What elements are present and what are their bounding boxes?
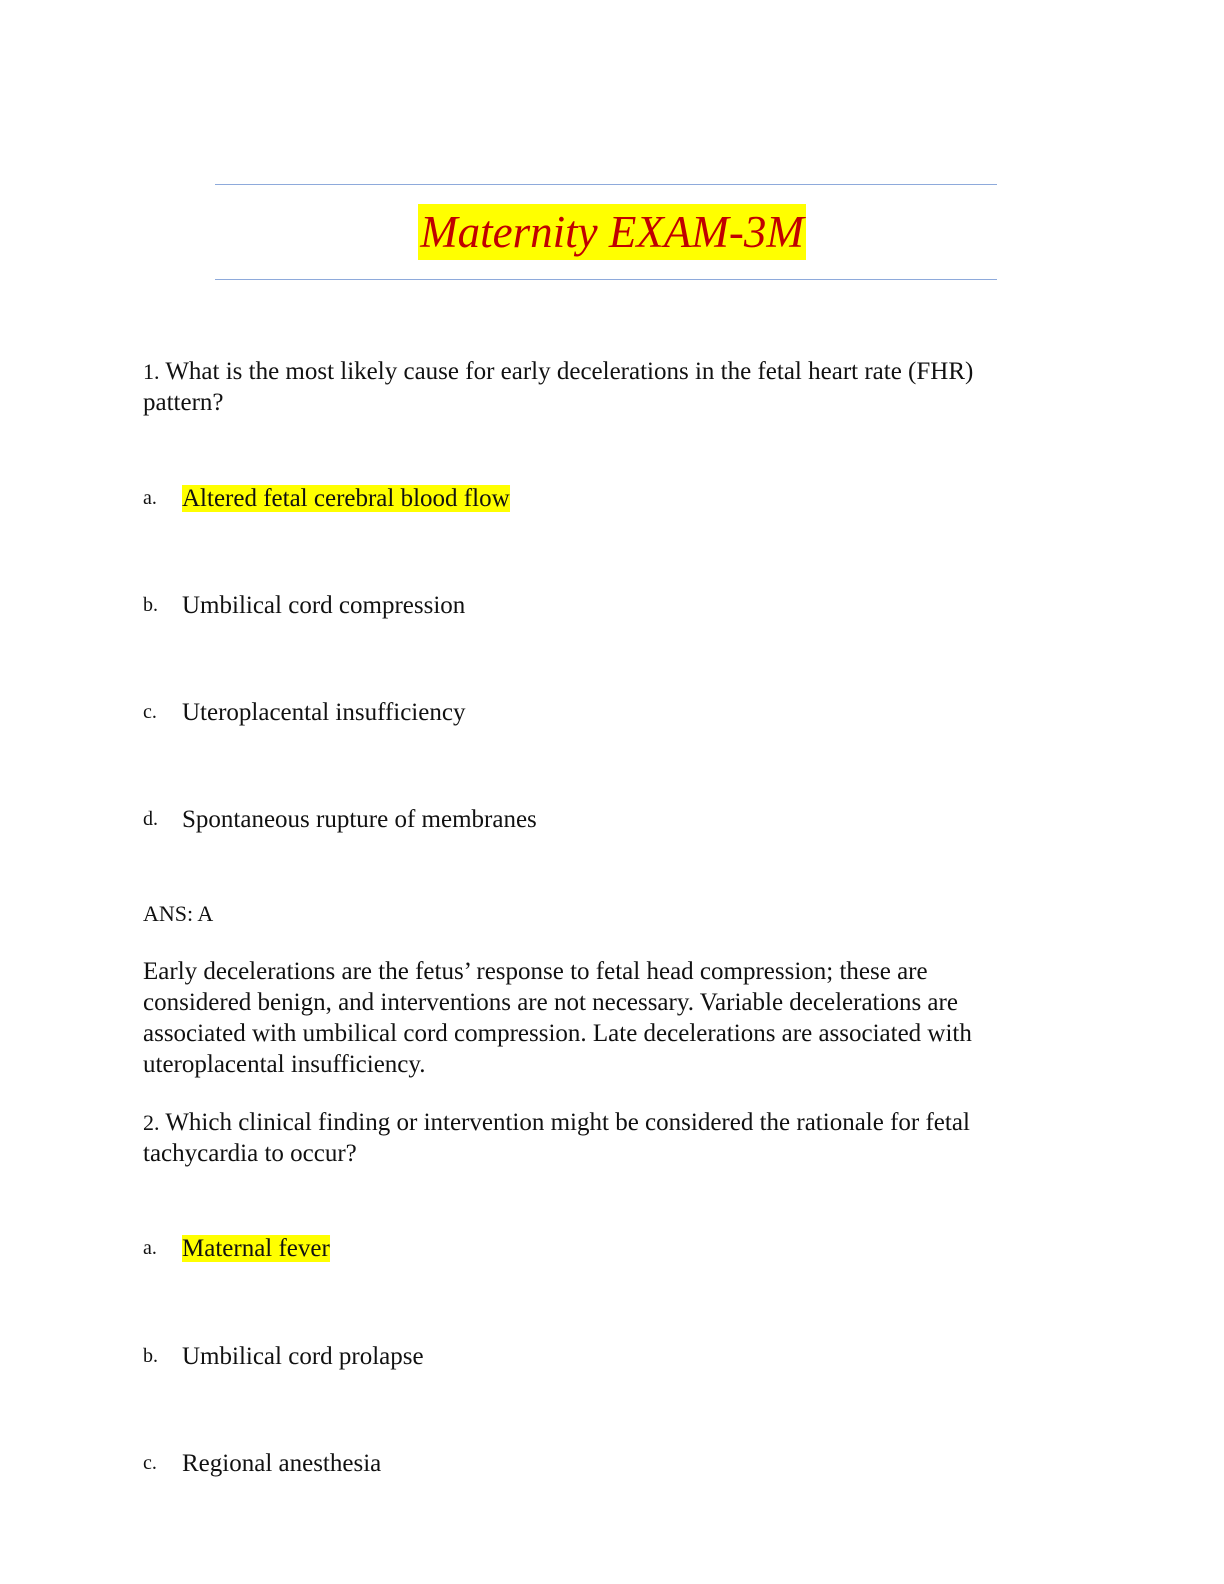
q1-answer: ANS: A (143, 901, 214, 926)
option-letter: b. (143, 594, 158, 616)
question-2: 2. Which clinical finding or interventio… (143, 1107, 1043, 1169)
q1-option-a: a. Altered fetal cerebral blood flow (143, 483, 510, 514)
document-title: Maternity EXAM-3M (418, 204, 806, 260)
option-letter: d. (143, 808, 158, 830)
q1-option-d: d. Spontaneous rupture of membranes (143, 804, 537, 835)
q2-option-c: c. Regional anesthesia (143, 1448, 381, 1479)
question-2-number: 2. (143, 1110, 160, 1135)
q2-option-b: b. Umbilical cord prolapse (143, 1341, 424, 1372)
option-text: Umbilical cord compression (182, 592, 466, 619)
q1-option-c: c. Uteroplacental insufficiency (143, 697, 465, 728)
option-letter: a. (143, 1237, 157, 1259)
option-letter: b. (143, 1345, 158, 1367)
option-letter: c. (143, 701, 157, 723)
option-text: Uteroplacental insufficiency (182, 699, 466, 726)
q1-option-b: b. Umbilical cord compression (143, 590, 465, 621)
title-bottom-rule (215, 279, 997, 280)
option-text: Spontaneous rupture of membranes (182, 806, 537, 833)
question-1-text: What is the most likely cause for early … (143, 358, 974, 416)
option-text: Regional anesthesia (182, 1450, 382, 1477)
title-block: Maternity EXAM-3M (0, 204, 1224, 260)
q2-option-a: a. Maternal fever (143, 1233, 330, 1264)
question-2-text: Which clinical finding or intervention m… (143, 1109, 970, 1167)
q1-rationale: Early decelerations are the fetus’ respo… (143, 958, 972, 1078)
option-letter: a. (143, 487, 157, 509)
option-text-highlighted: Altered fetal cerebral blood flow (182, 485, 510, 512)
title-top-rule (215, 184, 997, 185)
option-text: Umbilical cord prolapse (182, 1343, 424, 1370)
option-text-highlighted: Maternal fever (182, 1235, 330, 1262)
question-1-number: 1. (143, 359, 160, 384)
option-letter: c. (143, 1452, 157, 1474)
question-1: 1. What is the most likely cause for ear… (143, 356, 1043, 418)
